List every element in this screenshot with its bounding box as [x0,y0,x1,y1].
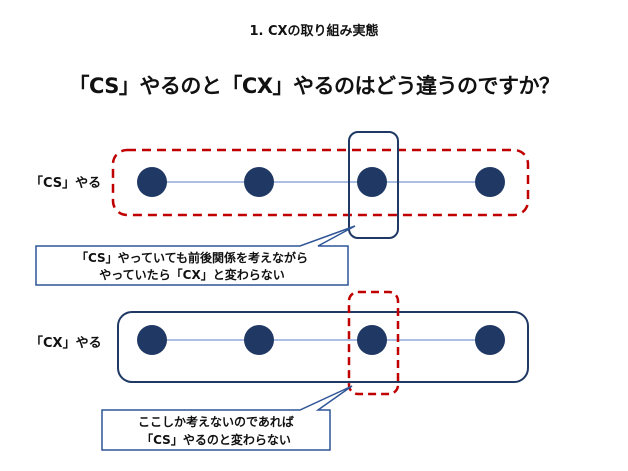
headline: 「CS」やるのと「CX」やるのはどう違うのですか？ [68,74,560,98]
callout-1-line-2: やっていたら「CX」と変わらない [99,267,284,282]
cx-node-4 [475,325,505,355]
callout-1-box [35,225,356,286]
cx-node-3 [357,325,387,355]
cx-focus-dashed-frame [347,290,400,396]
row-label-cs: 「CS」やる [30,176,102,191]
cs-node-2 [244,167,274,197]
callout-2-box [101,385,353,451]
cs-focus-frame [348,131,399,239]
cs-node-3 [357,167,387,197]
section-title: 1. CXの取り組み実態 [249,24,379,39]
cs-dashed-frame [111,148,530,217]
cx-solid-frame [117,311,529,383]
callout-1-line-1: 「CS」やっていても前後関係を考えながら [76,250,308,265]
callout-2-line-1: ここしか考えないのであれば [138,414,294,429]
cs-node-4 [475,167,505,197]
row-label-cx: 「CX」やる [30,336,102,351]
callout-2-line-2: 「CS」やるのと変わらない [141,432,291,447]
cx-node-1 [137,325,167,355]
cs-node-1 [137,167,167,197]
cx-node-2 [244,325,274,355]
